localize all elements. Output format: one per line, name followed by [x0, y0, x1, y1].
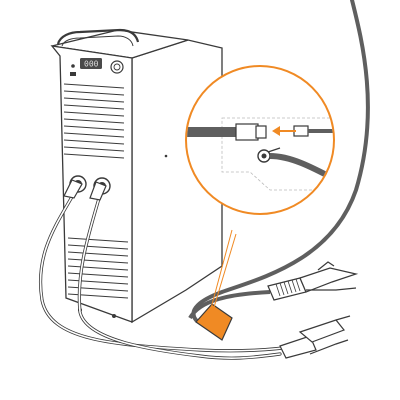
- magnified-connection-detail: [185, 65, 335, 215]
- lower-vent-grille: [67, 237, 129, 299]
- welder-display-text: 000: [84, 60, 99, 69]
- ground-clamp-icon: [267, 261, 359, 301]
- callout-line-bottom: [211, 233, 237, 315]
- welder-handle: [56, 28, 140, 45]
- clamp-cable: [188, 290, 271, 320]
- power-indicator: [71, 64, 75, 68]
- upper-vent-grille: [63, 83, 125, 159]
- welder-knob: [110, 60, 124, 74]
- electrode-holder-icon: [279, 315, 351, 359]
- connection-arrow-icon: [272, 126, 296, 136]
- orange-cable-connector: [195, 303, 233, 341]
- welder-display: [80, 58, 102, 69]
- long-supply-cable: [191, 0, 370, 322]
- callout-line-top: [209, 229, 233, 313]
